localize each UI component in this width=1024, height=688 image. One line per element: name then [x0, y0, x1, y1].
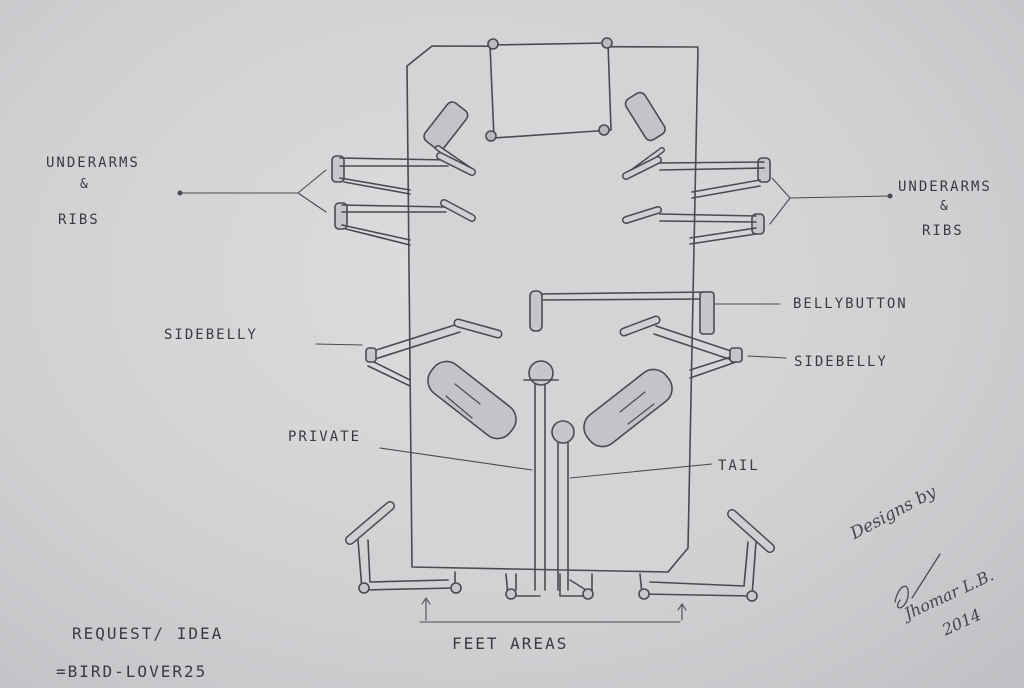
rod-tail	[551, 420, 575, 591]
arm-left-lower	[334, 199, 476, 246]
signature-squiggle	[894, 553, 941, 609]
label-private: PRIVATE	[288, 429, 362, 445]
label-underarms-left: UNDERARMS	[46, 155, 140, 171]
leader-lines	[177, 169, 893, 623]
credit-request: REQUEST/ IDEA	[72, 624, 224, 643]
arm-sidebelly-left	[365, 318, 503, 387]
arm-right-upper	[622, 156, 771, 199]
feet-right	[638, 509, 775, 602]
arm-left-upper	[331, 152, 476, 195]
label-ribs-left: RIBS	[58, 212, 100, 228]
label-bellybutton: BELLYBUTTON	[793, 296, 908, 312]
label-underarms-right: UNDERARMS	[898, 179, 992, 195]
arm-sidebelly-right	[619, 315, 743, 379]
brush-lower-right	[583, 368, 673, 448]
label-underarms-left-amp: &	[80, 177, 88, 192]
credit-requester: =BIRD-LOVER25	[56, 662, 208, 681]
feet-left	[345, 501, 462, 594]
label-tail: TAIL	[718, 458, 760, 474]
rod-private	[523, 360, 559, 591]
arm-bellybutton	[529, 290, 715, 335]
arm-right-lower	[622, 206, 765, 245]
feet-center	[505, 573, 594, 600]
brush-lower-left	[427, 360, 517, 440]
head-restraint	[485, 37, 613, 142]
label-sidebelly-left: SIDEBELLY	[164, 327, 258, 343]
label-underarms-right-amp: &	[940, 199, 948, 214]
label-sidebelly-right: SIDEBELLY	[794, 354, 888, 370]
label-ribs-right: RIBS	[922, 223, 964, 239]
label-feet-areas: FEET AREAS	[452, 634, 569, 653]
